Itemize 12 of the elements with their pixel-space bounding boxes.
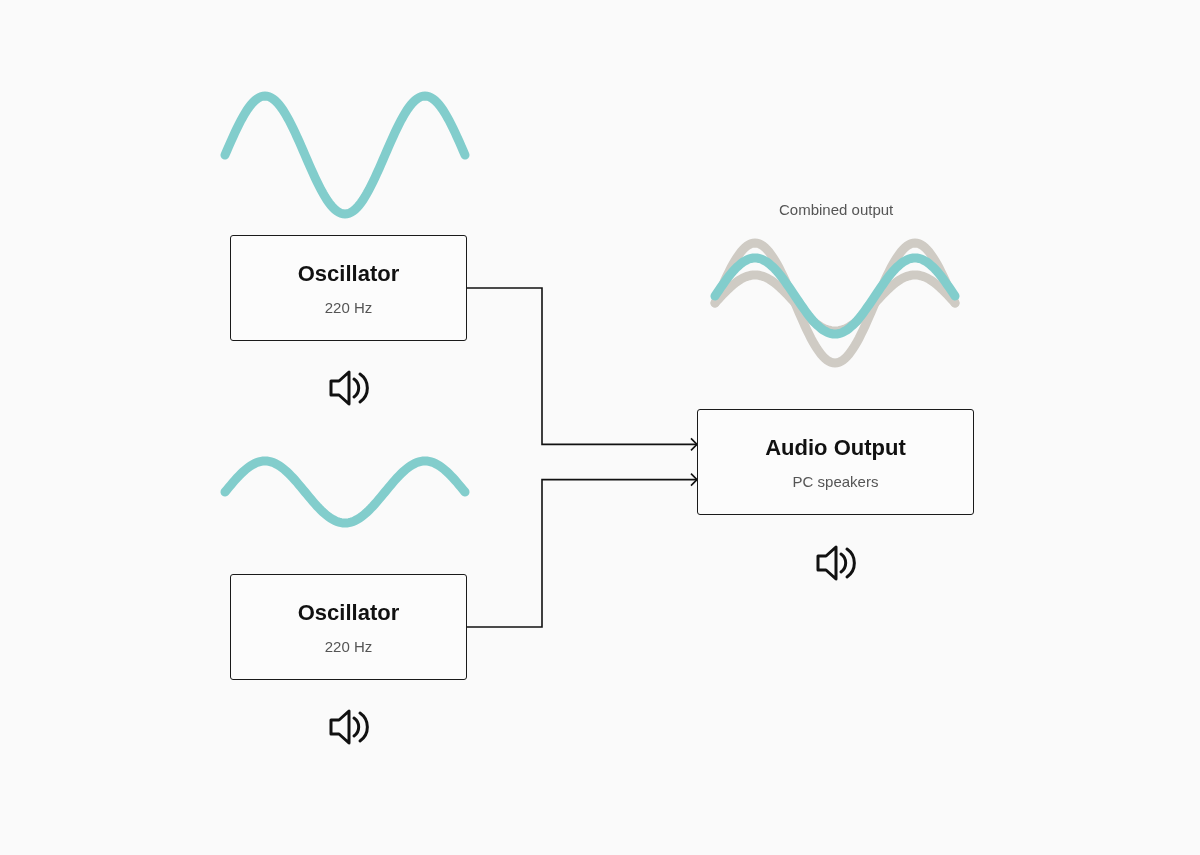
box-subtitle: PC speakers — [792, 472, 879, 490]
arrow — [466, 472, 698, 628]
box-subtitle: 220 Hz — [324, 298, 373, 316]
box-subtitle: 220 Hz — [324, 637, 373, 655]
arrow — [466, 287, 698, 452]
process-box — [230, 574, 467, 680]
wave-caption: Combined output — [779, 200, 894, 218]
box-title: Oscillator — [297, 260, 400, 287]
box-title: Oscillator — [297, 599, 400, 626]
box-title: Audio Output — [765, 434, 906, 461]
process-box — [697, 409, 974, 515]
process-box — [230, 235, 467, 341]
